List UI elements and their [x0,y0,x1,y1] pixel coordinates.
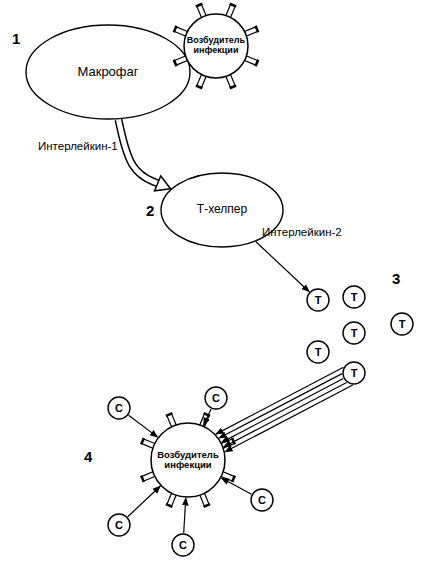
hollow-arrow [118,120,170,191]
edge-label: Интерлейкин-2 [262,226,342,238]
c-cell-circle: С [107,513,131,537]
arrow-line [128,486,161,517]
signal-arrow [224,382,347,446]
callout-number: 2 [146,202,154,219]
pathogen-body [151,423,225,497]
arrow-line [256,242,309,292]
cell-body [108,514,130,536]
cell-name: С [179,539,187,551]
cell-body [251,489,273,511]
spike-tip [231,475,236,482]
spike-tip [140,437,145,444]
cell-name: Т [351,291,358,303]
cell-name: Т [315,346,322,358]
cell-body [172,534,194,556]
arrow-line [224,382,347,446]
macrophage-ellipse: Макрофаг [25,24,191,120]
cell-name: Т-хелпер [197,203,247,216]
signal-arrow [129,415,158,437]
arrow-line [225,385,353,452]
spike-tip [173,25,178,32]
cell-name: С [212,392,220,404]
spike-tip [165,503,172,508]
signal-arrow [225,385,353,452]
callout-number: 1 [12,30,20,47]
spike-tip [140,475,145,482]
signal-arrow [216,367,344,434]
arrow-line [222,379,344,443]
spike-tip [231,437,236,444]
spike-tip [254,25,259,32]
arrow-line [216,367,344,434]
cell-body [343,286,365,308]
signal-arrow [221,478,251,494]
arrow-line [184,498,186,533]
t-cell-circle: Т [390,312,414,336]
pathogen-circle: Возбудитель инфекции [183,13,249,79]
cell-body [307,289,329,311]
spike-tip [195,3,202,8]
arrow-line [219,374,342,438]
spike-tip [203,503,210,508]
cell-body [108,397,130,419]
spike-tip [195,84,202,89]
signal-arrow [256,242,309,292]
c-cell-circle: С [171,533,195,557]
cell-name: Макрофаг [77,65,138,79]
cell-body [26,25,190,119]
signal-arrow [219,374,342,438]
spike-tip [229,84,236,89]
t-cell-circle: Т [342,361,366,385]
pathogen-circle: Возбудитель инфекции [150,422,226,498]
spike-tip [173,59,178,66]
pathogen-body [184,14,248,78]
cell-body [343,322,365,344]
spike-tip [203,412,210,417]
cell-name: Т [351,367,358,379]
cell-body [343,362,365,384]
t-cell-circle: Т [306,288,330,312]
spike-tip [254,59,259,66]
cell-name: Возбудитель инфекции [150,450,226,471]
c-cell-circle: С [250,488,274,512]
t-cell-circle: Т [342,285,366,309]
callout-number: 4 [84,448,92,465]
t-cell-circle: Т [342,321,366,345]
signal-arrow [222,379,344,443]
arrow-inner [118,120,157,184]
cell-name: С [115,519,123,531]
callout-number: 3 [392,270,400,287]
arrow-line [221,478,251,494]
cell-body [391,313,413,335]
spike-tip [229,3,236,8]
signal-arrow [128,486,161,517]
edge-label: Интерлейкин-1 [38,140,118,152]
spike-tip [165,412,172,417]
cell-name: Возбудитель инфекции [183,36,249,56]
arrow-head [155,176,171,191]
arrow-line [129,415,158,437]
signal-arrow [184,498,186,533]
t-cell-circle: Т [306,340,330,364]
cell-name: С [115,402,123,414]
cell-body [307,341,329,363]
arrow-outline [118,120,157,184]
cell-name: Т [315,294,322,306]
cell-name: С [258,494,266,506]
c-cell-circle: С [107,396,131,420]
cell-body [205,387,227,409]
cell-name: Т [399,318,406,330]
c-cell-circle: С [204,386,228,410]
cell-name: Т [351,327,358,339]
